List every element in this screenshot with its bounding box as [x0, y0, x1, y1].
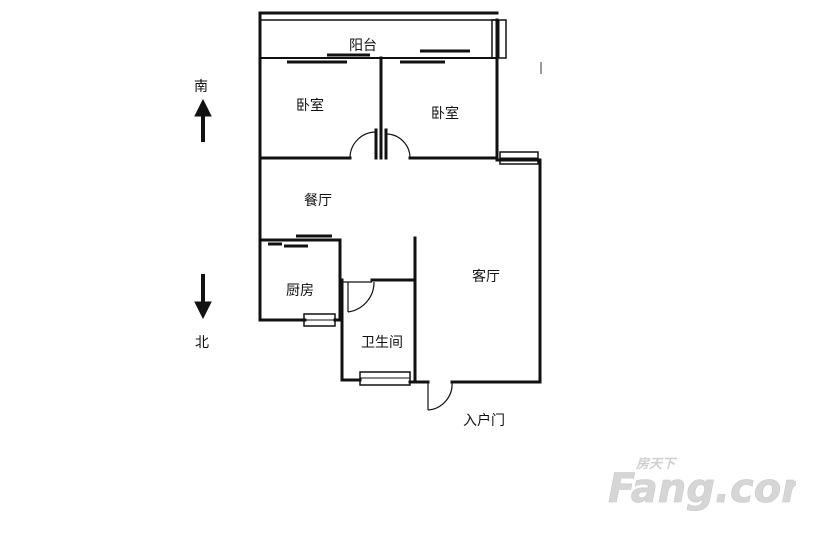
room-label-bedroom-1: 卧室 [296, 98, 324, 114]
door-swing-entrance [427, 381, 453, 411]
south-arrow-head [194, 98, 212, 117]
compass-south-label: 南 [194, 79, 208, 95]
watermark-brand: Fang.com [608, 466, 796, 512]
fang-watermark-logo: Fang.com 房天下 [608, 456, 796, 512]
room-label-kitchen: 厨房 [286, 283, 314, 299]
room-label-bathroom: 卫生间 [361, 335, 403, 351]
windows [268, 19, 539, 386]
room-label-bedroom-2: 卧室 [431, 106, 459, 122]
door-swing-bedroom1 [349, 130, 377, 159]
compass-north-label: 北 [195, 335, 209, 351]
door-swing-bedroom2 [385, 130, 411, 159]
door-swing-bathroom [347, 281, 375, 313]
compass-arrows [194, 98, 212, 320]
room-label-living: 客厅 [472, 269, 500, 285]
room-label-balcony: 阳台 [349, 38, 377, 54]
north-arrow-head [194, 301, 212, 320]
doors [342, 130, 453, 411]
watermark-cn: 房天下 [635, 456, 678, 472]
room-label-dining: 餐厅 [304, 193, 332, 209]
walls [258, 11, 542, 384]
room-label-entrance: 入户门 [463, 413, 505, 429]
